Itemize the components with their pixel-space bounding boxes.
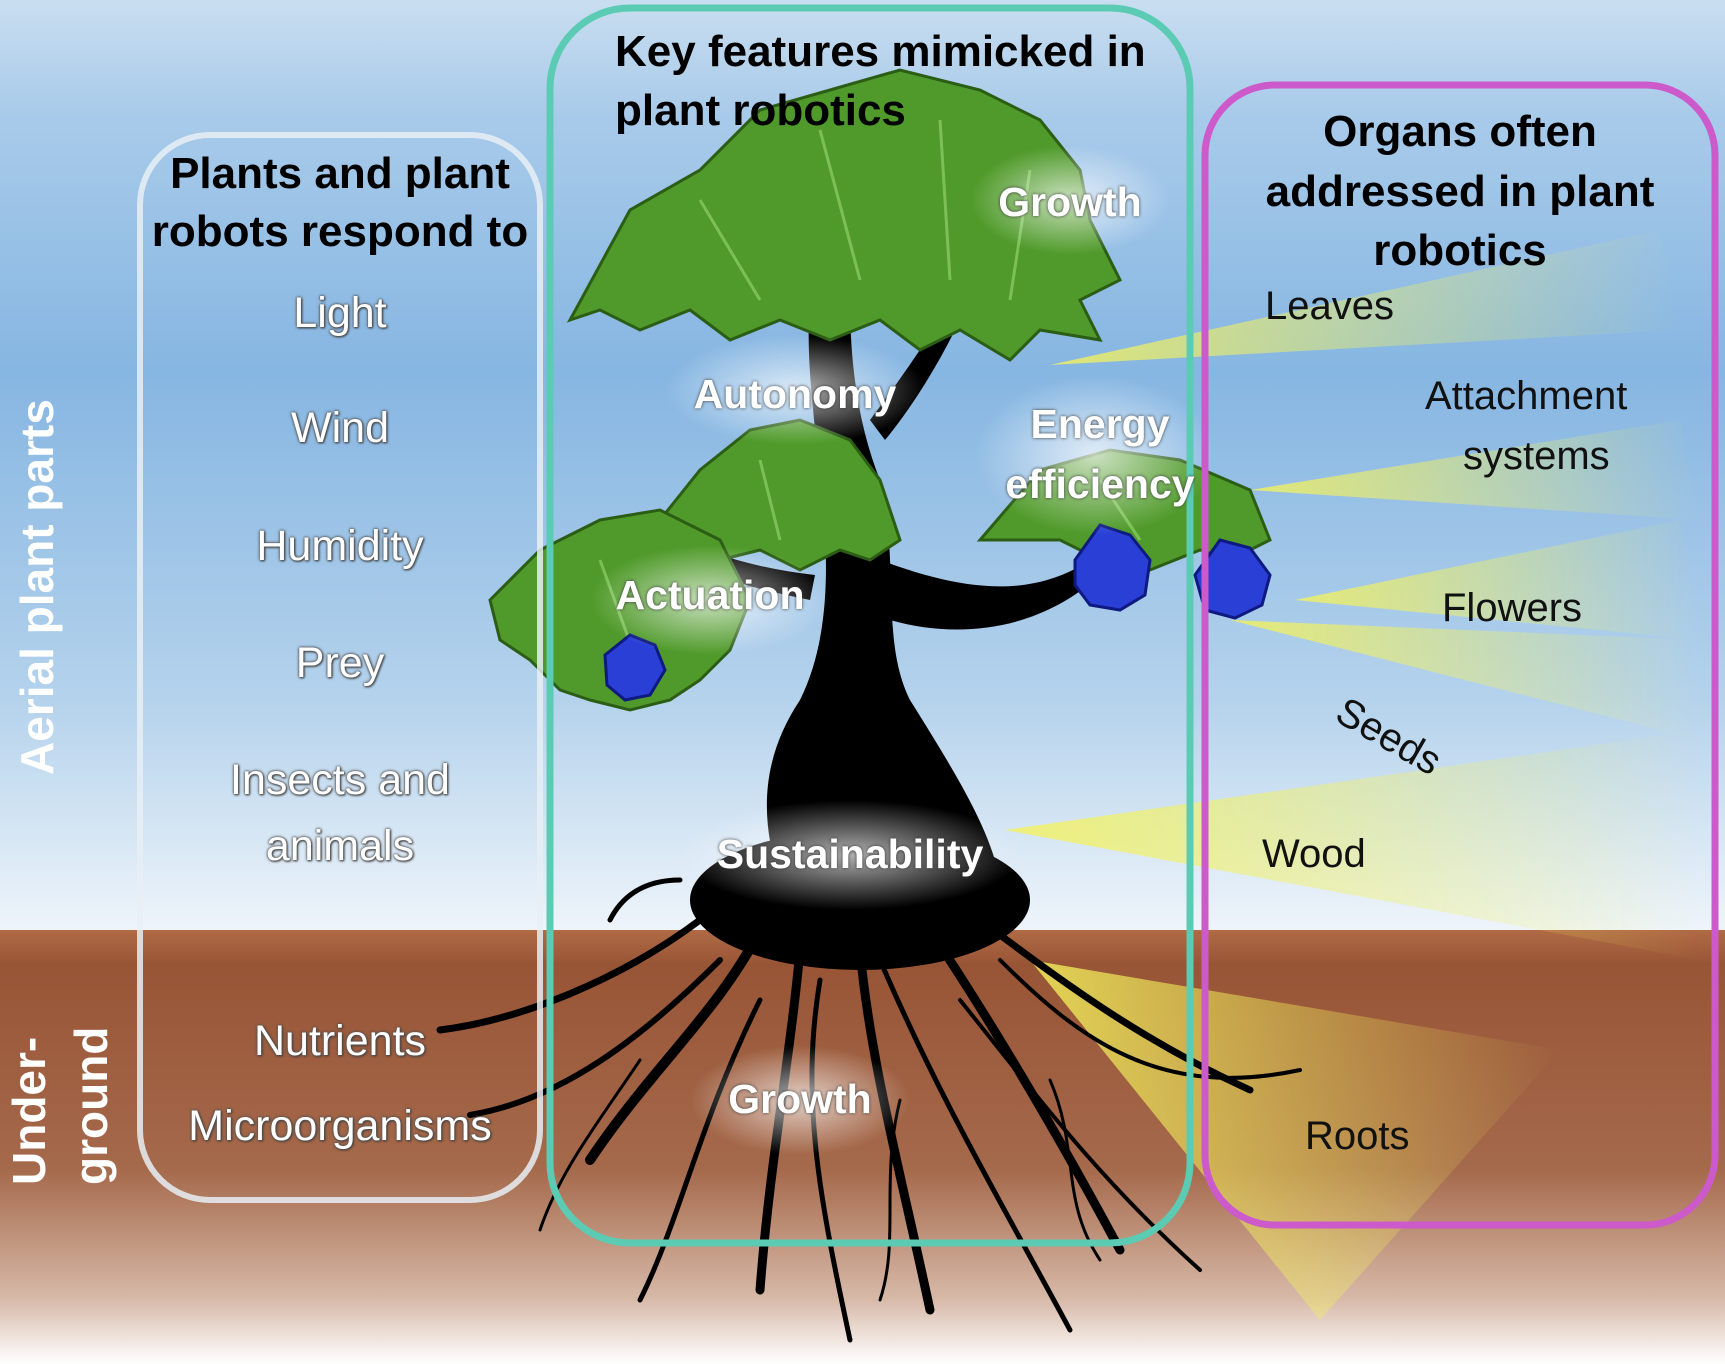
- organ-wood: Wood: [1262, 832, 1366, 876]
- stimulus-nutrients: Nutrients: [253, 1017, 427, 1065]
- stimulus-wind: Wind: [291, 404, 389, 452]
- beam-flowers: [1295, 520, 1700, 640]
- organ-flowers: Flowers: [1442, 586, 1583, 630]
- beam-wood: [1005, 730, 1700, 960]
- organs-box-title-line2: addressed in plant: [1265, 167, 1655, 216]
- beam-attachment: [1250, 420, 1700, 520]
- flower-2: [1193, 538, 1272, 620]
- underground-side-label-line2: ground: [65, 1026, 117, 1185]
- stimulus-insects-line1: Insects and: [230, 756, 450, 804]
- flowers: [603, 523, 1272, 702]
- feature-actuation: Actuation: [615, 572, 805, 618]
- underground-side-label-line1: Under-: [3, 1036, 55, 1185]
- aerial-side-label: Aerial plant parts: [11, 399, 63, 775]
- feature-sustainability: Sustainability: [716, 831, 984, 877]
- feature-growth-bottom: Growth: [728, 1076, 872, 1122]
- organ-attachment-line1: Attachment: [1425, 374, 1628, 418]
- features-box-title-line2: plant robotics: [615, 86, 906, 135]
- stimulus-light: Light: [293, 289, 387, 337]
- organ-leaves: Leaves: [1265, 284, 1394, 328]
- organs-box-border: [1201, 81, 1719, 1229]
- features-box-title-line1: Key features mimicked in: [615, 27, 1146, 76]
- stimuli-box-border: [137, 132, 543, 1203]
- stimulus-prey: Prey: [295, 639, 385, 687]
- organ-attachment-line2: systems: [1463, 434, 1610, 478]
- organs-box-title-line1: Organs often: [1323, 107, 1597, 156]
- feature-autonomy: Autonomy: [693, 371, 897, 417]
- organs-box-title-line3: robotics: [1373, 226, 1547, 275]
- feature-energy-line2: efficiency: [1005, 461, 1195, 507]
- organ-roots: Roots: [1305, 1114, 1410, 1158]
- feature-energy-line1: Energy: [1030, 401, 1170, 447]
- beam-roots: [1030, 960, 1560, 1320]
- feature-growth-top: Growth: [998, 179, 1142, 225]
- beam-seeds: [1230, 620, 1700, 740]
- leaf-canopy-top: [566, 68, 1123, 362]
- feature-glows: [590, 145, 1215, 1155]
- stimulus-insects-line2: animals: [265, 822, 415, 870]
- stimuli-box-title-line2: robots respond to: [151, 207, 529, 256]
- stimulus-microorganisms: Microorganisms: [188, 1102, 492, 1150]
- light-beams: [1005, 230, 1700, 1320]
- features-box-border: [546, 4, 1194, 1247]
- stimuli-box-title-line1: Plants and plant: [170, 149, 510, 198]
- stimulus-humidity: Humidity: [256, 522, 424, 570]
